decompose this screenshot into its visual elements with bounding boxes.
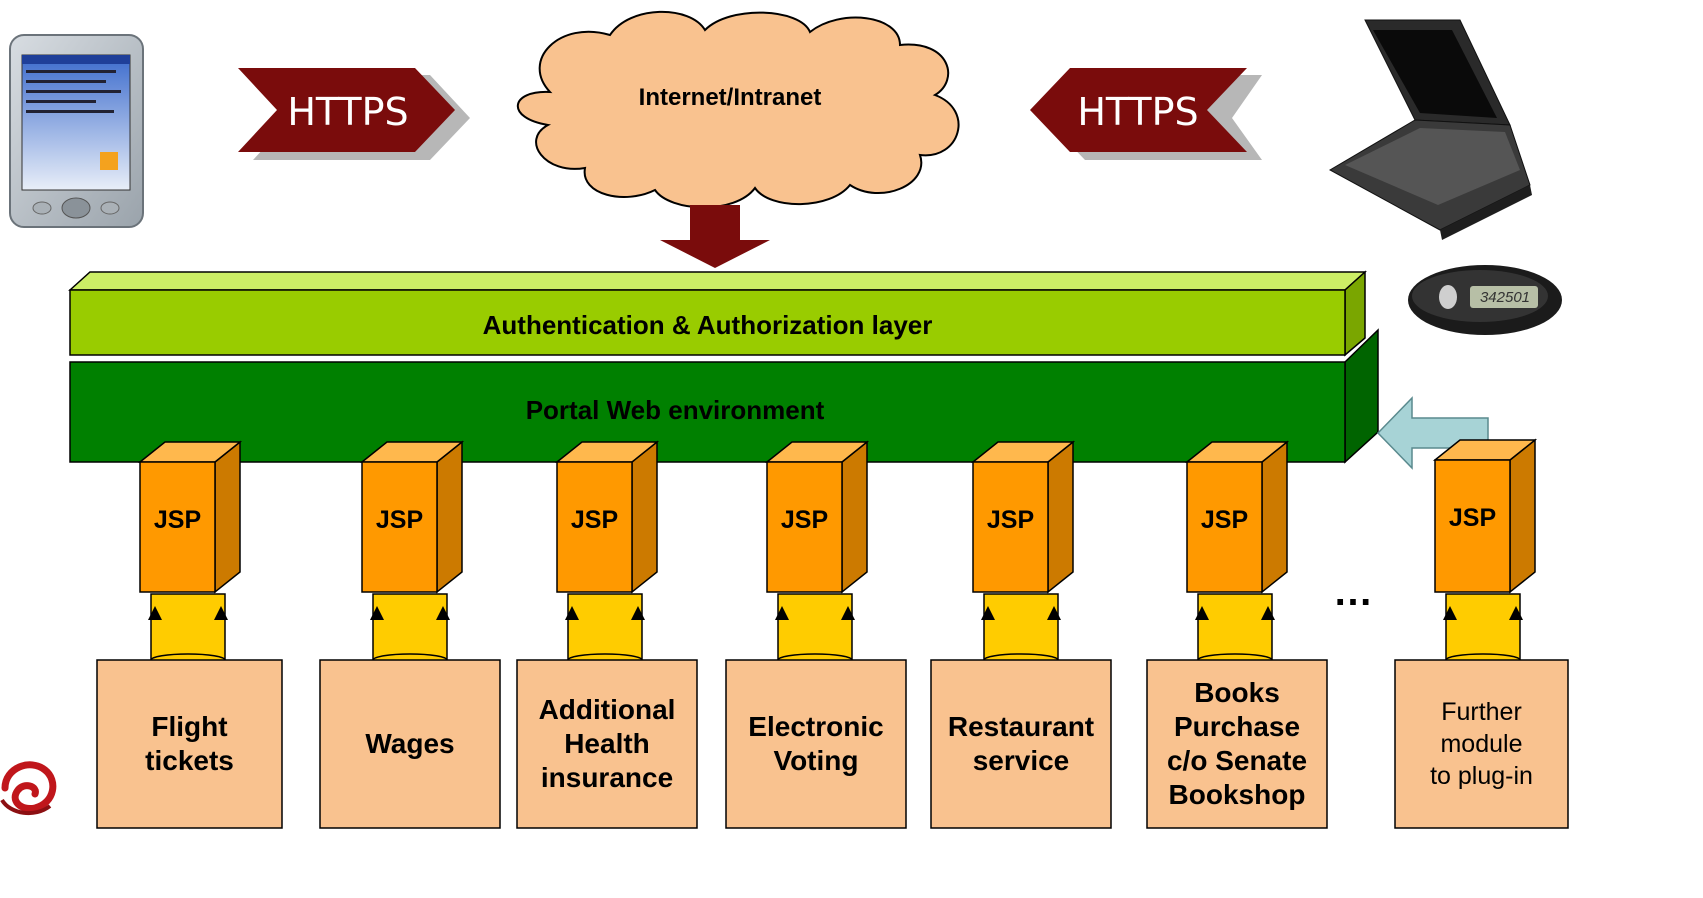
pocket-pc-icon xyxy=(9,34,144,228)
jsp-box xyxy=(1186,461,1263,593)
cloud-label: Internet/Intranet xyxy=(638,84,822,111)
plugin-arrow xyxy=(1376,396,1489,470)
jsp-box xyxy=(556,461,633,593)
module-column-7 xyxy=(1394,438,1569,829)
module-box xyxy=(516,659,698,829)
https-arrow-left xyxy=(238,68,470,160)
connector xyxy=(150,593,226,661)
module-box xyxy=(930,659,1112,829)
jsp-box xyxy=(1434,459,1511,593)
module-column-2 xyxy=(319,440,501,829)
ellipsis-label: … xyxy=(1333,569,1373,614)
https-left-label: HTTPS xyxy=(287,90,409,134)
module-box xyxy=(96,659,283,829)
jsp-label: JSP xyxy=(570,505,619,534)
internet-cloud-shape xyxy=(516,10,960,209)
module-columns xyxy=(96,438,1569,829)
jsp-box xyxy=(766,461,843,593)
jsp-box xyxy=(972,461,1049,593)
module-box xyxy=(1146,659,1328,829)
module-column-1 xyxy=(96,440,283,829)
portal-layer-label: Portal Web environment xyxy=(525,394,825,425)
auth-layer-bar xyxy=(68,270,1367,357)
auth-layer-label: Authentication & Authorization layer xyxy=(482,309,933,340)
jsp-label: JSP xyxy=(1448,503,1497,532)
module-box xyxy=(725,659,907,829)
module-label: Restaurant service xyxy=(947,711,1095,776)
connector xyxy=(777,593,853,661)
module-label: Further module to plug-in xyxy=(1430,698,1533,790)
jsp-label: JSP xyxy=(780,505,829,534)
jsp-label: JSP xyxy=(375,505,424,534)
module-column-4 xyxy=(725,440,907,829)
module-box xyxy=(1394,659,1569,829)
connector xyxy=(1197,593,1273,661)
module-column-3 xyxy=(516,440,698,829)
jsp-label: JSP xyxy=(153,505,202,534)
portal-layer-bar xyxy=(69,328,1379,464)
module-label: Electronic Voting xyxy=(748,711,884,776)
module-column-6 xyxy=(1146,440,1328,829)
module-label: Books Purchase c/o Senate Bookshop xyxy=(1166,677,1308,810)
https-right-label: HTTPS xyxy=(1077,90,1199,134)
connector xyxy=(1445,593,1521,661)
module-label: Flight tickets xyxy=(145,711,234,776)
jsp-label: JSP xyxy=(986,505,1035,534)
jsp-box xyxy=(361,461,438,593)
module-box xyxy=(319,659,501,829)
https-arrow-right xyxy=(1030,68,1262,160)
connector xyxy=(567,593,643,661)
token-display: 342501 xyxy=(1479,288,1531,306)
jsp-label: JSP xyxy=(1200,505,1249,534)
connector xyxy=(983,593,1059,661)
module-label: Additional Health insurance xyxy=(538,694,676,793)
connector xyxy=(372,593,448,661)
logo-icon xyxy=(0,748,62,818)
module-label: Wages xyxy=(365,728,455,759)
down-arrow xyxy=(660,205,770,268)
security-token-icon xyxy=(1408,265,1562,335)
jsp-box xyxy=(139,461,216,593)
laptop-icon xyxy=(1328,19,1532,240)
module-column-5 xyxy=(930,440,1112,829)
